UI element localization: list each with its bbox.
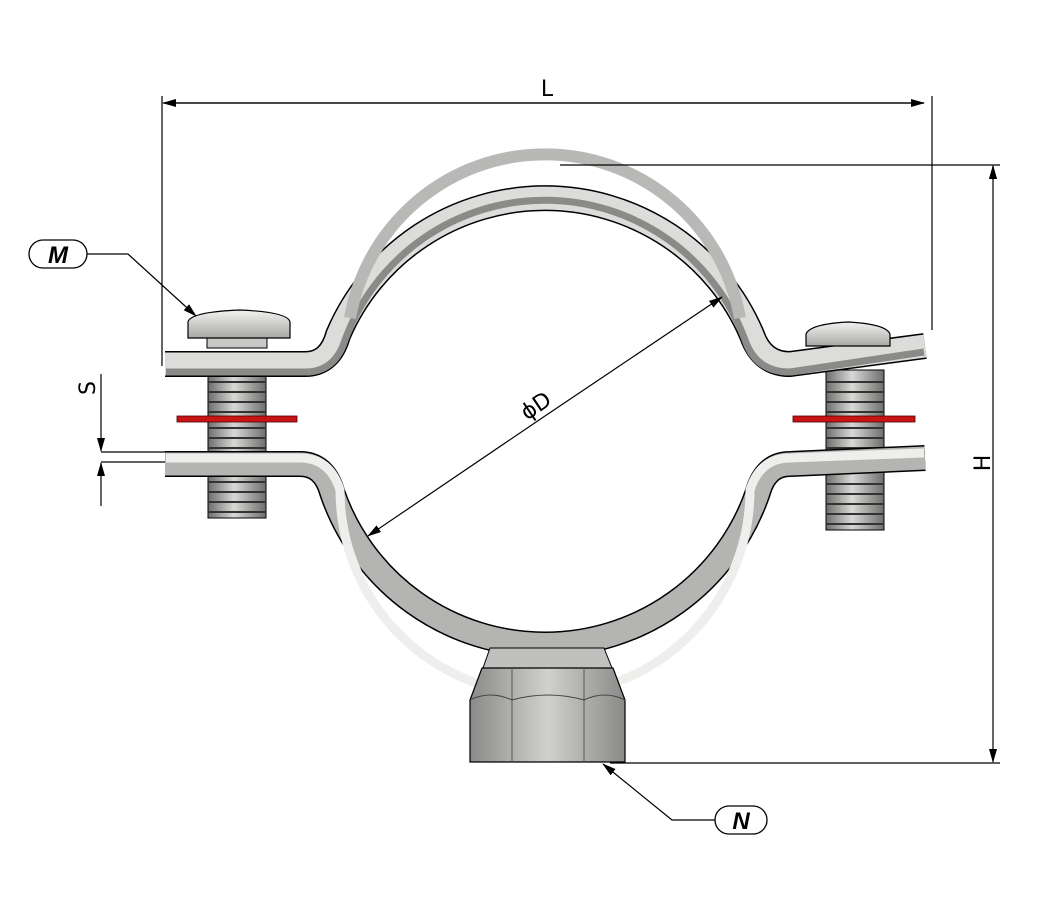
dimension-diameter-label: ϕD (516, 387, 556, 425)
right-screw-head (805, 321, 891, 347)
left-bolt (207, 369, 267, 519)
callout-M-label: M (48, 242, 69, 269)
dimension-diameter: ϕD (367, 296, 723, 537)
callout-M: M (28, 239, 197, 317)
dimension-L: L (161, 77, 933, 366)
dimension-S: S (76, 374, 165, 506)
dimension-H: H (560, 164, 1000, 764)
dimension-S-label: S (76, 381, 101, 395)
dimension-L-label: L (541, 77, 554, 102)
left-washer (176, 415, 298, 423)
hex-nut (469, 647, 626, 763)
dimension-H-label: H (971, 455, 996, 472)
upper-strap (165, 148, 927, 377)
left-screw-head (187, 309, 291, 349)
callout-N: N (602, 763, 768, 835)
callout-N-label: N (732, 808, 750, 835)
right-washer (792, 415, 916, 423)
